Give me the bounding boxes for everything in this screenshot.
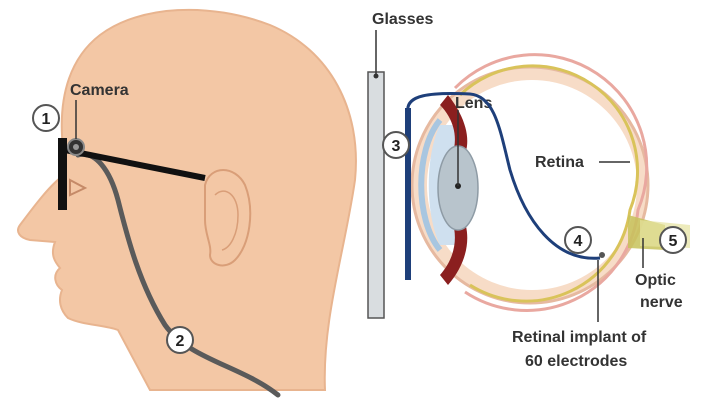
cornea	[418, 118, 443, 252]
receiver-bar	[405, 108, 411, 280]
retina-layer	[458, 64, 640, 303]
marker-1-number: 1	[42, 111, 51, 128]
implant-label-line-1: Retinal implant of	[512, 329, 647, 346]
glasses-plate	[367, 71, 385, 319]
camera-lens-dot	[73, 144, 79, 150]
marker-5: 5	[659, 226, 687, 254]
iris-upper	[440, 95, 468, 160]
marker-4: 4	[564, 226, 592, 254]
choroid-layer	[453, 53, 649, 312]
marker-3: 3	[382, 131, 410, 159]
glasses-temple-arm	[64, 147, 206, 181]
retina-label: Retina	[535, 154, 584, 171]
camera-label: Camera	[70, 82, 129, 99]
implant-wire	[406, 91, 601, 260]
cable	[75, 151, 281, 398]
marker-1: 1	[32, 104, 60, 132]
eye-illustration: Glasses Lens Retinal implant of 60 elect…	[367, 11, 690, 370]
glasses-front-frame	[58, 138, 67, 210]
marker-4-number: 4	[574, 233, 583, 250]
glasses-label: Glasses	[372, 11, 433, 28]
implant-label-line-2: 60 electrodes	[525, 353, 627, 370]
marker-2-number: 2	[176, 333, 185, 350]
marker-5-number: 5	[669, 233, 678, 250]
eye-outline	[69, 178, 88, 197]
head-illustration: Camera 1 2	[17, 8, 357, 398]
optic-nerve-label-line-1: Optic	[635, 272, 676, 289]
iris-lower	[440, 215, 468, 285]
marker-2: 2	[166, 326, 194, 354]
optic-nerve-label-line-2: nerve	[640, 294, 683, 311]
marker-3-number: 3	[392, 138, 401, 155]
retinal-implant	[599, 252, 605, 258]
ear-inner	[214, 190, 239, 251]
